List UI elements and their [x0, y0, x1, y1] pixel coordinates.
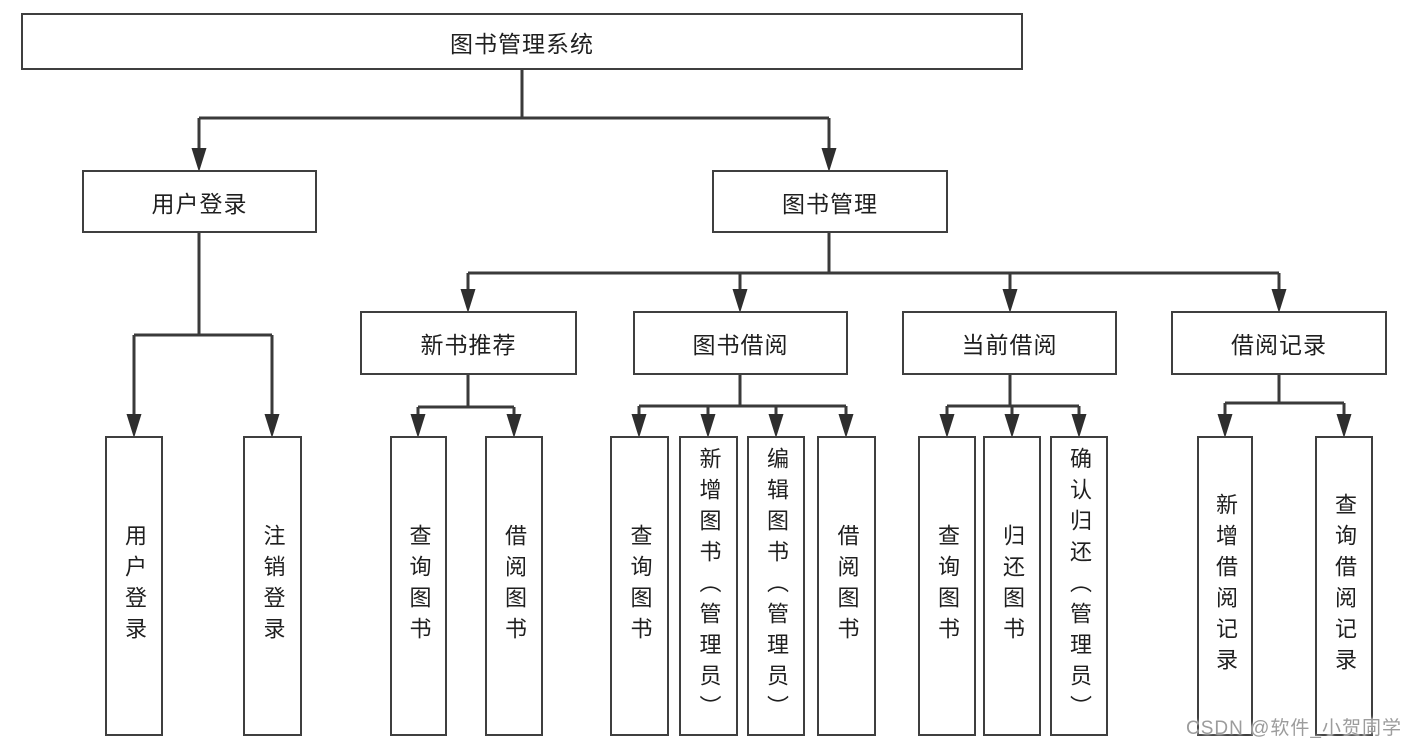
bb-edit-books-node: 编辑图书（管理员） — [747, 436, 805, 736]
bb-query-books-label: 查询图书 — [627, 524, 653, 648]
arrow-head-icon — [700, 414, 716, 438]
cb-query-books-node: 查询图书 — [918, 436, 976, 736]
borrowing-records-label: 借阅记录 — [1231, 332, 1327, 358]
bb-borrow-books-node: 借阅图书 — [817, 436, 876, 736]
br-add-record-node: 新增借阅记录 — [1197, 436, 1253, 736]
arrow-head-icon — [732, 289, 748, 313]
cb-query-books-label: 查询图书 — [935, 524, 960, 648]
arrow-head-icon — [1217, 414, 1233, 438]
arrow-head-icon — [1004, 414, 1020, 438]
current-borrowing-node: 当前借阅 — [902, 311, 1117, 375]
book-management-label: 图书管理 — [782, 190, 878, 217]
user-login-label: 用户登录 — [151, 190, 248, 217]
system-root-node: 图书管理系统 — [21, 13, 1023, 70]
cb-return-books-label: 归还图书 — [1000, 524, 1025, 648]
user-login-node: 用户登录 — [82, 170, 317, 233]
csdn-watermark: CSDN @软件_小贺同学 — [1186, 718, 1402, 739]
arrow-head-icon — [821, 148, 837, 172]
arrow-head-icon — [410, 414, 426, 438]
book-management-node: 图书管理 — [712, 170, 948, 233]
br-add-record-label: 新增借阅记录 — [1213, 493, 1238, 679]
arrow-head-icon — [460, 289, 476, 313]
bb-query-books-node: 查询图书 — [610, 436, 669, 736]
user-login-action-label: 用户登录 — [122, 524, 147, 648]
book-borrowing-node: 图书借阅 — [633, 311, 848, 375]
bb-add-books-label: 新增图书（管理员） — [696, 446, 722, 726]
arrow-head-icon — [631, 414, 647, 438]
arrow-head-icon — [838, 414, 854, 438]
current-borrowing-label: 当前借阅 — [961, 332, 1058, 358]
logout-action-node: 注销登录 — [243, 436, 302, 736]
new-book-recommend-label: 新书推荐 — [420, 332, 517, 358]
br-query-record-node: 查询借阅记录 — [1315, 436, 1373, 736]
arrow-head-icon — [939, 414, 955, 438]
nb-borrow-books-node: 借阅图书 — [485, 436, 543, 736]
arrow-head-icon — [1336, 414, 1352, 438]
bb-add-books-node: 新增图书（管理员） — [679, 436, 738, 736]
arrow-head-icon — [1271, 289, 1287, 313]
arrow-head-icon — [506, 414, 522, 438]
cb-confirm-return-node: 确认归还（管理员） — [1050, 436, 1108, 736]
arrow-head-icon — [1071, 414, 1087, 438]
cb-return-books-node: 归还图书 — [983, 436, 1041, 736]
borrowing-records-node: 借阅记录 — [1171, 311, 1387, 375]
nb-query-books-node: 查询图书 — [390, 436, 447, 736]
nb-borrow-books-label: 借阅图书 — [502, 524, 527, 648]
cb-confirm-return-label: 确认归还（管理员） — [1067, 446, 1092, 726]
book-borrowing-label: 图书借阅 — [692, 332, 789, 358]
arrow-head-icon — [191, 148, 207, 172]
arrow-head-icon — [1002, 289, 1018, 313]
logout-action-label: 注销登录 — [260, 524, 286, 648]
arrow-head-icon — [768, 414, 784, 438]
arrow-head-icon — [126, 414, 142, 438]
bb-borrow-books-label: 借阅图书 — [834, 524, 860, 648]
arrow-head-icon — [264, 414, 280, 438]
system-root-label: 图书管理系统 — [450, 30, 594, 57]
user-login-action-node: 用户登录 — [105, 436, 163, 736]
nb-query-books-label: 查询图书 — [406, 524, 432, 648]
br-query-record-label: 查询借阅记录 — [1332, 493, 1357, 679]
bb-edit-books-label: 编辑图书（管理员） — [764, 446, 789, 726]
new-book-recommend-node: 新书推荐 — [360, 311, 577, 375]
